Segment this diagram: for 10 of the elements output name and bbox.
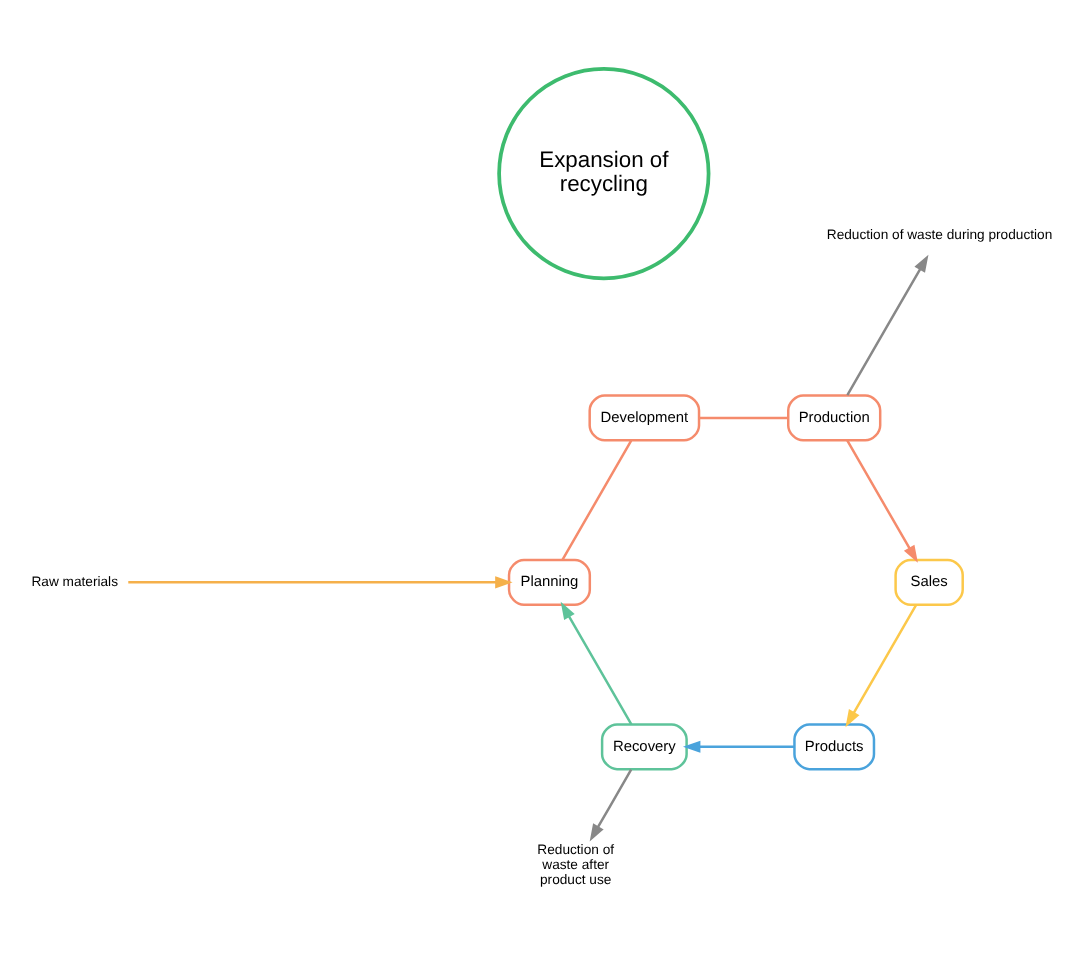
- connector: [561, 440, 633, 561]
- arrow: [846, 439, 918, 563]
- arrow: [846, 254, 929, 396]
- arrow: [560, 601, 633, 725]
- arrow: [682, 740, 795, 753]
- arrow: [128, 576, 513, 589]
- connector: [699, 416, 789, 420]
- arrow: [845, 604, 918, 728]
- node-circle: Expansion of recycling: [497, 66, 711, 281]
- arrow: [589, 769, 633, 842]
